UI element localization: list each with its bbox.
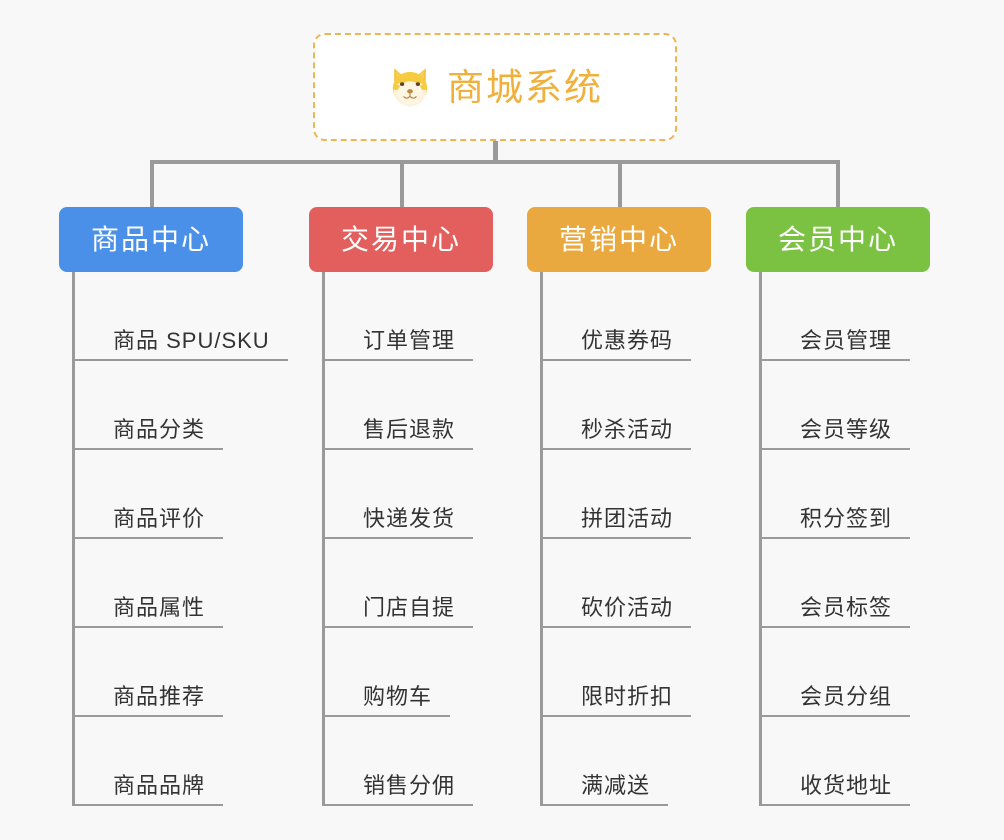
leaf-item[interactable]: 商品属性 [75,539,288,628]
leaf-label: 优惠券码 [581,327,674,353]
leaf-label: 订单管理 [363,327,456,353]
leaf-label: 砍价活动 [581,594,674,620]
branch-column-4: 会员中心 会员管理 会员等级 积分签到 会员标签 会员分组 收货地址 [746,207,930,806]
leaf-item[interactable]: 商品 SPU/SKU [75,272,288,361]
shiba-dog-icon [392,68,428,107]
root-node-mall-system[interactable]: 商城系统 [313,33,677,141]
leaf-label: 销售分佣 [363,772,456,798]
category-header-1[interactable]: 商品中心 [59,207,243,272]
connector-drop-2 [400,160,404,208]
leaf-label: 商品推荐 [113,683,206,709]
leaf-item[interactable]: 商品推荐 [75,628,288,717]
branch-column-2: 交易中心 订单管理 售后退款 快递发货 门店自提 购物车 销售分佣 [309,207,493,806]
leaf-item[interactable]: 会员分组 [762,628,930,717]
leaf-label: 秒杀活动 [581,416,674,442]
leaf-item[interactable]: 订单管理 [325,272,493,361]
leaf-item[interactable]: 售后退款 [325,361,493,450]
leaf-item[interactable]: 拼团活动 [543,450,711,539]
leaf-label: 拼团活动 [581,505,674,531]
leaf-label: 会员分组 [800,683,893,709]
leaf-item[interactable]: 商品评价 [75,450,288,539]
leaf-label: 商品品牌 [113,772,206,798]
leaf-label: 商品属性 [113,594,206,620]
leaf-item[interactable]: 收货地址 [762,717,930,806]
connector-drop-3 [618,160,622,208]
leaf-label: 售后退款 [363,416,456,442]
leaf-label: 积分签到 [800,505,893,531]
category-label-3: 营销中心 [558,223,679,255]
leaf-label: 收货地址 [800,772,893,798]
leaf-item[interactable]: 优惠券码 [543,272,711,361]
leaf-item[interactable]: 商品分类 [75,361,288,450]
leaf-item[interactable]: 秒杀活动 [543,361,711,450]
leaf-label: 购物车 [363,683,433,709]
root-title: 商城系统 [447,66,603,108]
branch-column-3: 营销中心 优惠券码 秒杀活动 拼团活动 砍价活动 限时折扣 满减送 [527,207,711,806]
leaf-item[interactable]: 满减送 [543,717,711,806]
connector-horizontal-bus [150,160,840,164]
leaf-label: 会员等级 [800,416,893,442]
leaf-item[interactable]: 会员等级 [762,361,930,450]
leaf-item[interactable]: 会员标签 [762,539,930,628]
connector-drop-1 [150,160,154,208]
leaf-label: 会员标签 [800,594,893,620]
leaf-spine-1: 商品 SPU/SKU 商品分类 商品评价 商品属性 商品推荐 商品品牌 [72,272,288,806]
leaf-item[interactable]: 商品品牌 [75,717,288,806]
leaf-label: 限时折扣 [581,683,674,709]
category-label-4: 会员中心 [777,223,898,255]
leaf-item[interactable]: 销售分佣 [325,717,493,806]
leaf-item[interactable]: 会员管理 [762,272,930,361]
leaf-item[interactable]: 积分签到 [762,450,930,539]
leaf-item[interactable]: 限时折扣 [543,628,711,717]
connector-root-stem [493,141,498,163]
category-header-2[interactable]: 交易中心 [309,207,493,272]
leaf-label: 商品分类 [113,416,206,442]
leaf-label: 快递发货 [363,505,456,531]
leaf-label: 门店自提 [363,594,456,620]
leaf-spine-4: 会员管理 会员等级 积分签到 会员标签 会员分组 收货地址 [759,272,930,806]
leaf-item[interactable]: 砍价活动 [543,539,711,628]
leaf-item[interactable]: 门店自提 [325,539,493,628]
connector-drop-4 [836,160,840,208]
category-header-3[interactable]: 营销中心 [527,207,711,272]
leaf-label: 满减送 [581,772,651,798]
leaf-label: 商品评价 [113,505,206,531]
category-label-1: 商品中心 [90,223,211,255]
leaf-spine-2: 订单管理 售后退款 快递发货 门店自提 购物车 销售分佣 [322,272,493,806]
category-header-4[interactable]: 会员中心 [746,207,930,272]
category-label-2: 交易中心 [340,223,461,255]
leaf-item[interactable]: 快递发货 [325,450,493,539]
leaf-label: 会员管理 [800,327,893,353]
leaf-label: 商品 SPU/SKU [113,327,270,353]
branch-column-1: 商品中心 商品 SPU/SKU 商品分类 商品评价 商品属性 商品推荐 商品品牌 [59,207,288,806]
leaf-item[interactable]: 购物车 [325,628,493,717]
leaf-spine-3: 优惠券码 秒杀活动 拼团活动 砍价活动 限时折扣 满减送 [540,272,711,806]
